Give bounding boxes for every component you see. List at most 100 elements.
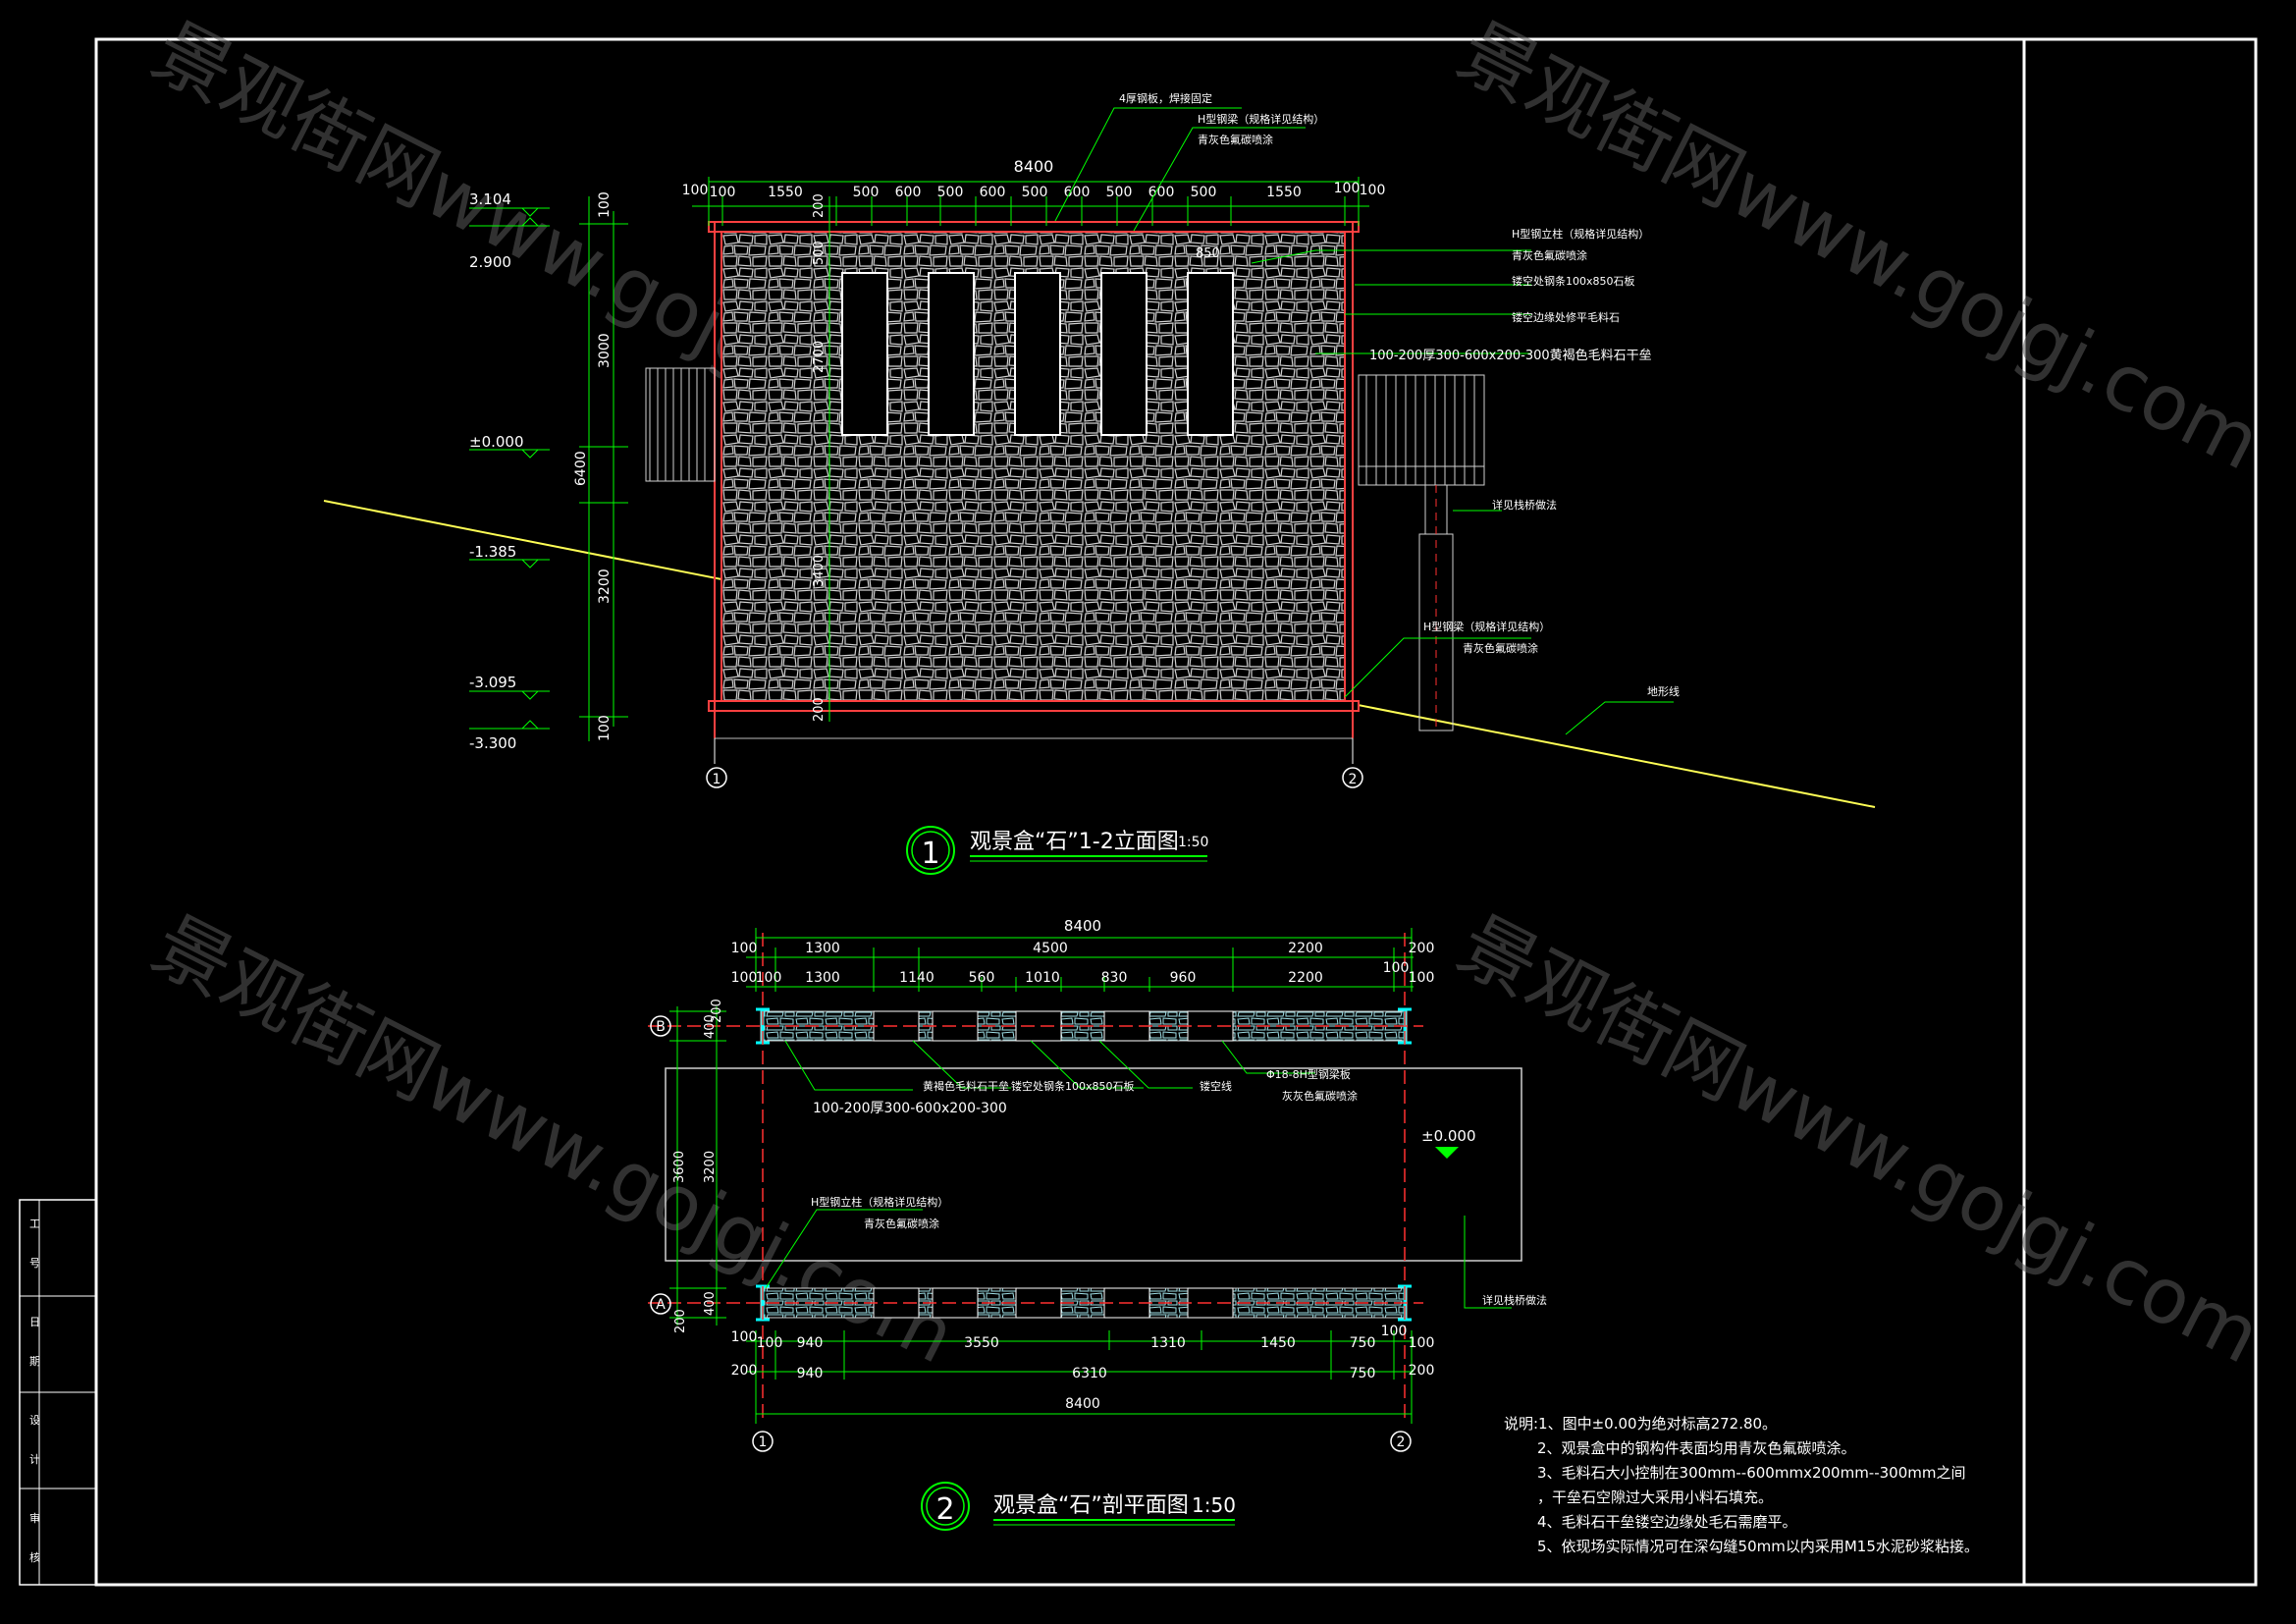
pdim: 100 xyxy=(1409,970,1435,986)
level-3300: -3.300 xyxy=(469,734,516,752)
dim: 500 xyxy=(1191,185,1217,200)
bdim: 100 xyxy=(1381,1324,1408,1339)
plan-note-stone: 黄褐色毛料石干垒 xyxy=(923,1079,1009,1093)
bdim: 1310 xyxy=(1150,1335,1186,1351)
pdim: 2200 xyxy=(1288,970,1323,986)
watermark-url: www.gojgj.com xyxy=(1717,145,2273,487)
axis-1-elev: 1 xyxy=(713,772,721,787)
note-stair-ref: 详见栈桥做法 xyxy=(1492,498,1557,512)
tb-7: 审 xyxy=(29,1511,40,1525)
tb-8: 核 xyxy=(29,1550,40,1564)
remark-4: ，干垒石空隙过大采用小料石填充。 xyxy=(1537,1489,1773,1506)
level-0: ±0.000 xyxy=(469,433,524,451)
ivdim: 3400 xyxy=(812,555,827,587)
vdim: 6400 xyxy=(573,451,589,486)
elev-scale: 1:50 xyxy=(1178,835,1208,850)
bdim: 940 xyxy=(797,1335,824,1351)
pdim: 100 xyxy=(1383,960,1410,976)
pdim: 830 xyxy=(1101,970,1128,986)
dim: 1550 xyxy=(1266,185,1302,200)
bdim: 6310 xyxy=(1072,1366,1107,1381)
watermark-url: www.gojgj.com xyxy=(411,1039,968,1380)
bdim: 3550 xyxy=(964,1335,999,1351)
plan-view: B A 1 2 8400 100 1300 4500 2200 200 100 … xyxy=(648,917,1547,1531)
note-stone-wall: 100-200厚300-600x200-300黄褐色毛料石干垒 xyxy=(1369,348,1652,363)
elevation-view: 1 2 8400 100 100 1550 500 600 500 600 50… xyxy=(323,91,1876,875)
right-stair xyxy=(1358,374,1485,731)
remark-5: 4、毛料石干垒镂空边缘处毛石需磨平。 xyxy=(1537,1513,1797,1531)
watermark-cn: 景观街网 xyxy=(138,900,452,1118)
pdim: 100 xyxy=(731,970,758,986)
bdim: 940 xyxy=(797,1366,824,1381)
level-1385: -1.385 xyxy=(469,543,516,561)
tb-1: 工 xyxy=(29,1218,40,1230)
plan-note-column-b: 青灰色氟碳喷涂 xyxy=(864,1217,939,1230)
note-h-beam-2b: 青灰色氟碳喷涂 xyxy=(1463,641,1538,655)
pdim: 1300 xyxy=(805,941,840,956)
plan-title: 观景盒“石”剖平面图 xyxy=(993,1493,1189,1518)
pdim: 100 xyxy=(731,941,758,956)
dim-850: 850 xyxy=(1196,246,1220,261)
dim: 600 xyxy=(895,185,922,200)
bdim: 200 xyxy=(1409,1363,1435,1379)
ivdim: 200 xyxy=(812,193,827,218)
vdim: 3200 xyxy=(597,568,613,604)
axis-2-plan: 2 xyxy=(1397,1435,1406,1450)
note-h-column: H型钢立柱（规格详见结构） xyxy=(1512,227,1649,241)
note-hollow: 镂空处钢条100x850石板 xyxy=(1512,274,1635,288)
plan-note-hollow: 镂空处钢条100x850石板 xyxy=(1011,1079,1135,1093)
dim: 600 xyxy=(1064,185,1091,200)
plan-note-stone-b: 100-200厚300-600x200-300 xyxy=(813,1101,1007,1116)
left-stair xyxy=(645,367,716,482)
pdim: 2200 xyxy=(1288,941,1323,956)
bdim: 750 xyxy=(1350,1366,1376,1381)
pdim: 200 xyxy=(1409,941,1435,956)
plan-note-column: H型钢立柱（规格详见结构） xyxy=(811,1195,948,1209)
elev-top-dims xyxy=(692,177,1369,226)
bdim: 100 xyxy=(731,1329,758,1345)
dim: 100 xyxy=(1360,183,1386,198)
tb-3: 日 xyxy=(29,1316,40,1328)
note-h-beam-b: 青灰色氟碳喷涂 xyxy=(1198,133,1273,146)
watermark-url: www.gojgj.com xyxy=(1717,1039,2273,1380)
dim: 100 xyxy=(1334,181,1361,196)
ldim: 200 xyxy=(710,999,724,1023)
bdim: 1450 xyxy=(1260,1335,1296,1351)
ldim: 400 xyxy=(703,1291,718,1316)
watermark-cn: 景观街网 xyxy=(1444,900,1757,1118)
level-3104: 3.104 xyxy=(469,190,511,208)
remarks: 说明:1、图中±0.00为绝对标高272.80。 2、观景盒中的钢构件表面均用青… xyxy=(1504,1415,1979,1555)
dim: 1550 xyxy=(768,185,803,200)
level-3095: -3.095 xyxy=(469,674,516,691)
plan-total-top: 8400 xyxy=(1064,917,1101,935)
remark-3: 3、毛料石大小控制在300mm--600mmx200mm--300mm之间 xyxy=(1537,1464,1966,1482)
note-h-column-b: 青灰色氟碳喷涂 xyxy=(1512,248,1587,262)
tb-5: 设 xyxy=(29,1414,40,1427)
remark-6: 5、依现场实际情况可在深勾缝50mm以内采用M15水泥砂浆粘接。 xyxy=(1537,1538,1979,1555)
svg-text:景观街网www.gojgj.com: 景观街网www.gojgj.com xyxy=(1444,7,2273,488)
dim: 500 xyxy=(853,185,880,200)
note-h-beam-2: H型钢梁（规格详见结构） xyxy=(1423,620,1550,633)
axis-a: A xyxy=(656,1297,666,1313)
dim: 100 xyxy=(710,185,736,200)
dim: 500 xyxy=(1022,185,1048,200)
bdim: 100 xyxy=(1409,1335,1435,1351)
ldim: 400 xyxy=(703,1014,718,1039)
plan-note-stair: 详见栈桥做法 xyxy=(1482,1293,1547,1307)
axis-1-plan: 1 xyxy=(759,1435,768,1450)
elev-title-number: 1 xyxy=(921,837,939,871)
tb-4: 期 xyxy=(29,1355,40,1368)
level-2900: 2.900 xyxy=(469,253,511,271)
remark-2: 2、观景盒中的钢构件表面均用青灰色氟碳喷涂。 xyxy=(1537,1439,1856,1457)
note-steel-plate: 4厚钢板，焊接固定 xyxy=(1119,91,1212,105)
pdim: 560 xyxy=(969,970,995,986)
axis-b: B xyxy=(656,1019,666,1035)
level-triangle-icon xyxy=(1435,1147,1459,1159)
bdim: 750 xyxy=(1350,1335,1376,1351)
svg-text:景观街网www.gojgj.com: 景观街网www.gojgj.com xyxy=(1444,900,2273,1381)
drawing-frame xyxy=(94,37,2258,1587)
plan-scale: 1:50 xyxy=(1192,1493,1236,1517)
plan-total-bottom: 8400 xyxy=(1065,1396,1100,1412)
level-marks xyxy=(469,207,550,730)
